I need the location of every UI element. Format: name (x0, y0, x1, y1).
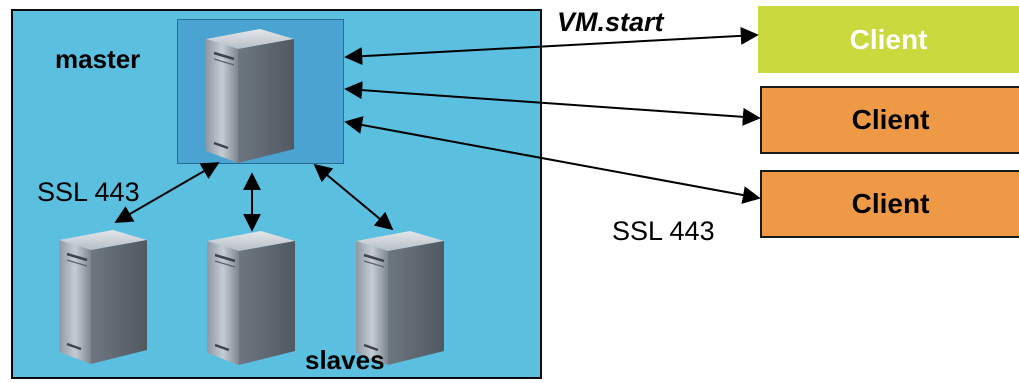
arrow-master-client-1 (344, 26, 759, 66)
master-label: master (55, 44, 141, 74)
arrow-master-client-3 (344, 116, 761, 204)
client-box-3: Client (760, 170, 1019, 238)
arrow-master-slave-1 (114, 162, 220, 223)
ssl-label-right: SSL 443 (612, 216, 715, 246)
client-label: Client (851, 104, 930, 135)
client-box-1: Client (758, 6, 1019, 73)
slaves-label: slaves (305, 345, 385, 375)
arrow-master-client-2 (344, 81, 761, 126)
client-label: Client (849, 23, 928, 55)
client-box-2: Client (760, 86, 1019, 154)
arrow-master-slave-3 (313, 163, 394, 231)
client-label: Client (851, 188, 930, 219)
